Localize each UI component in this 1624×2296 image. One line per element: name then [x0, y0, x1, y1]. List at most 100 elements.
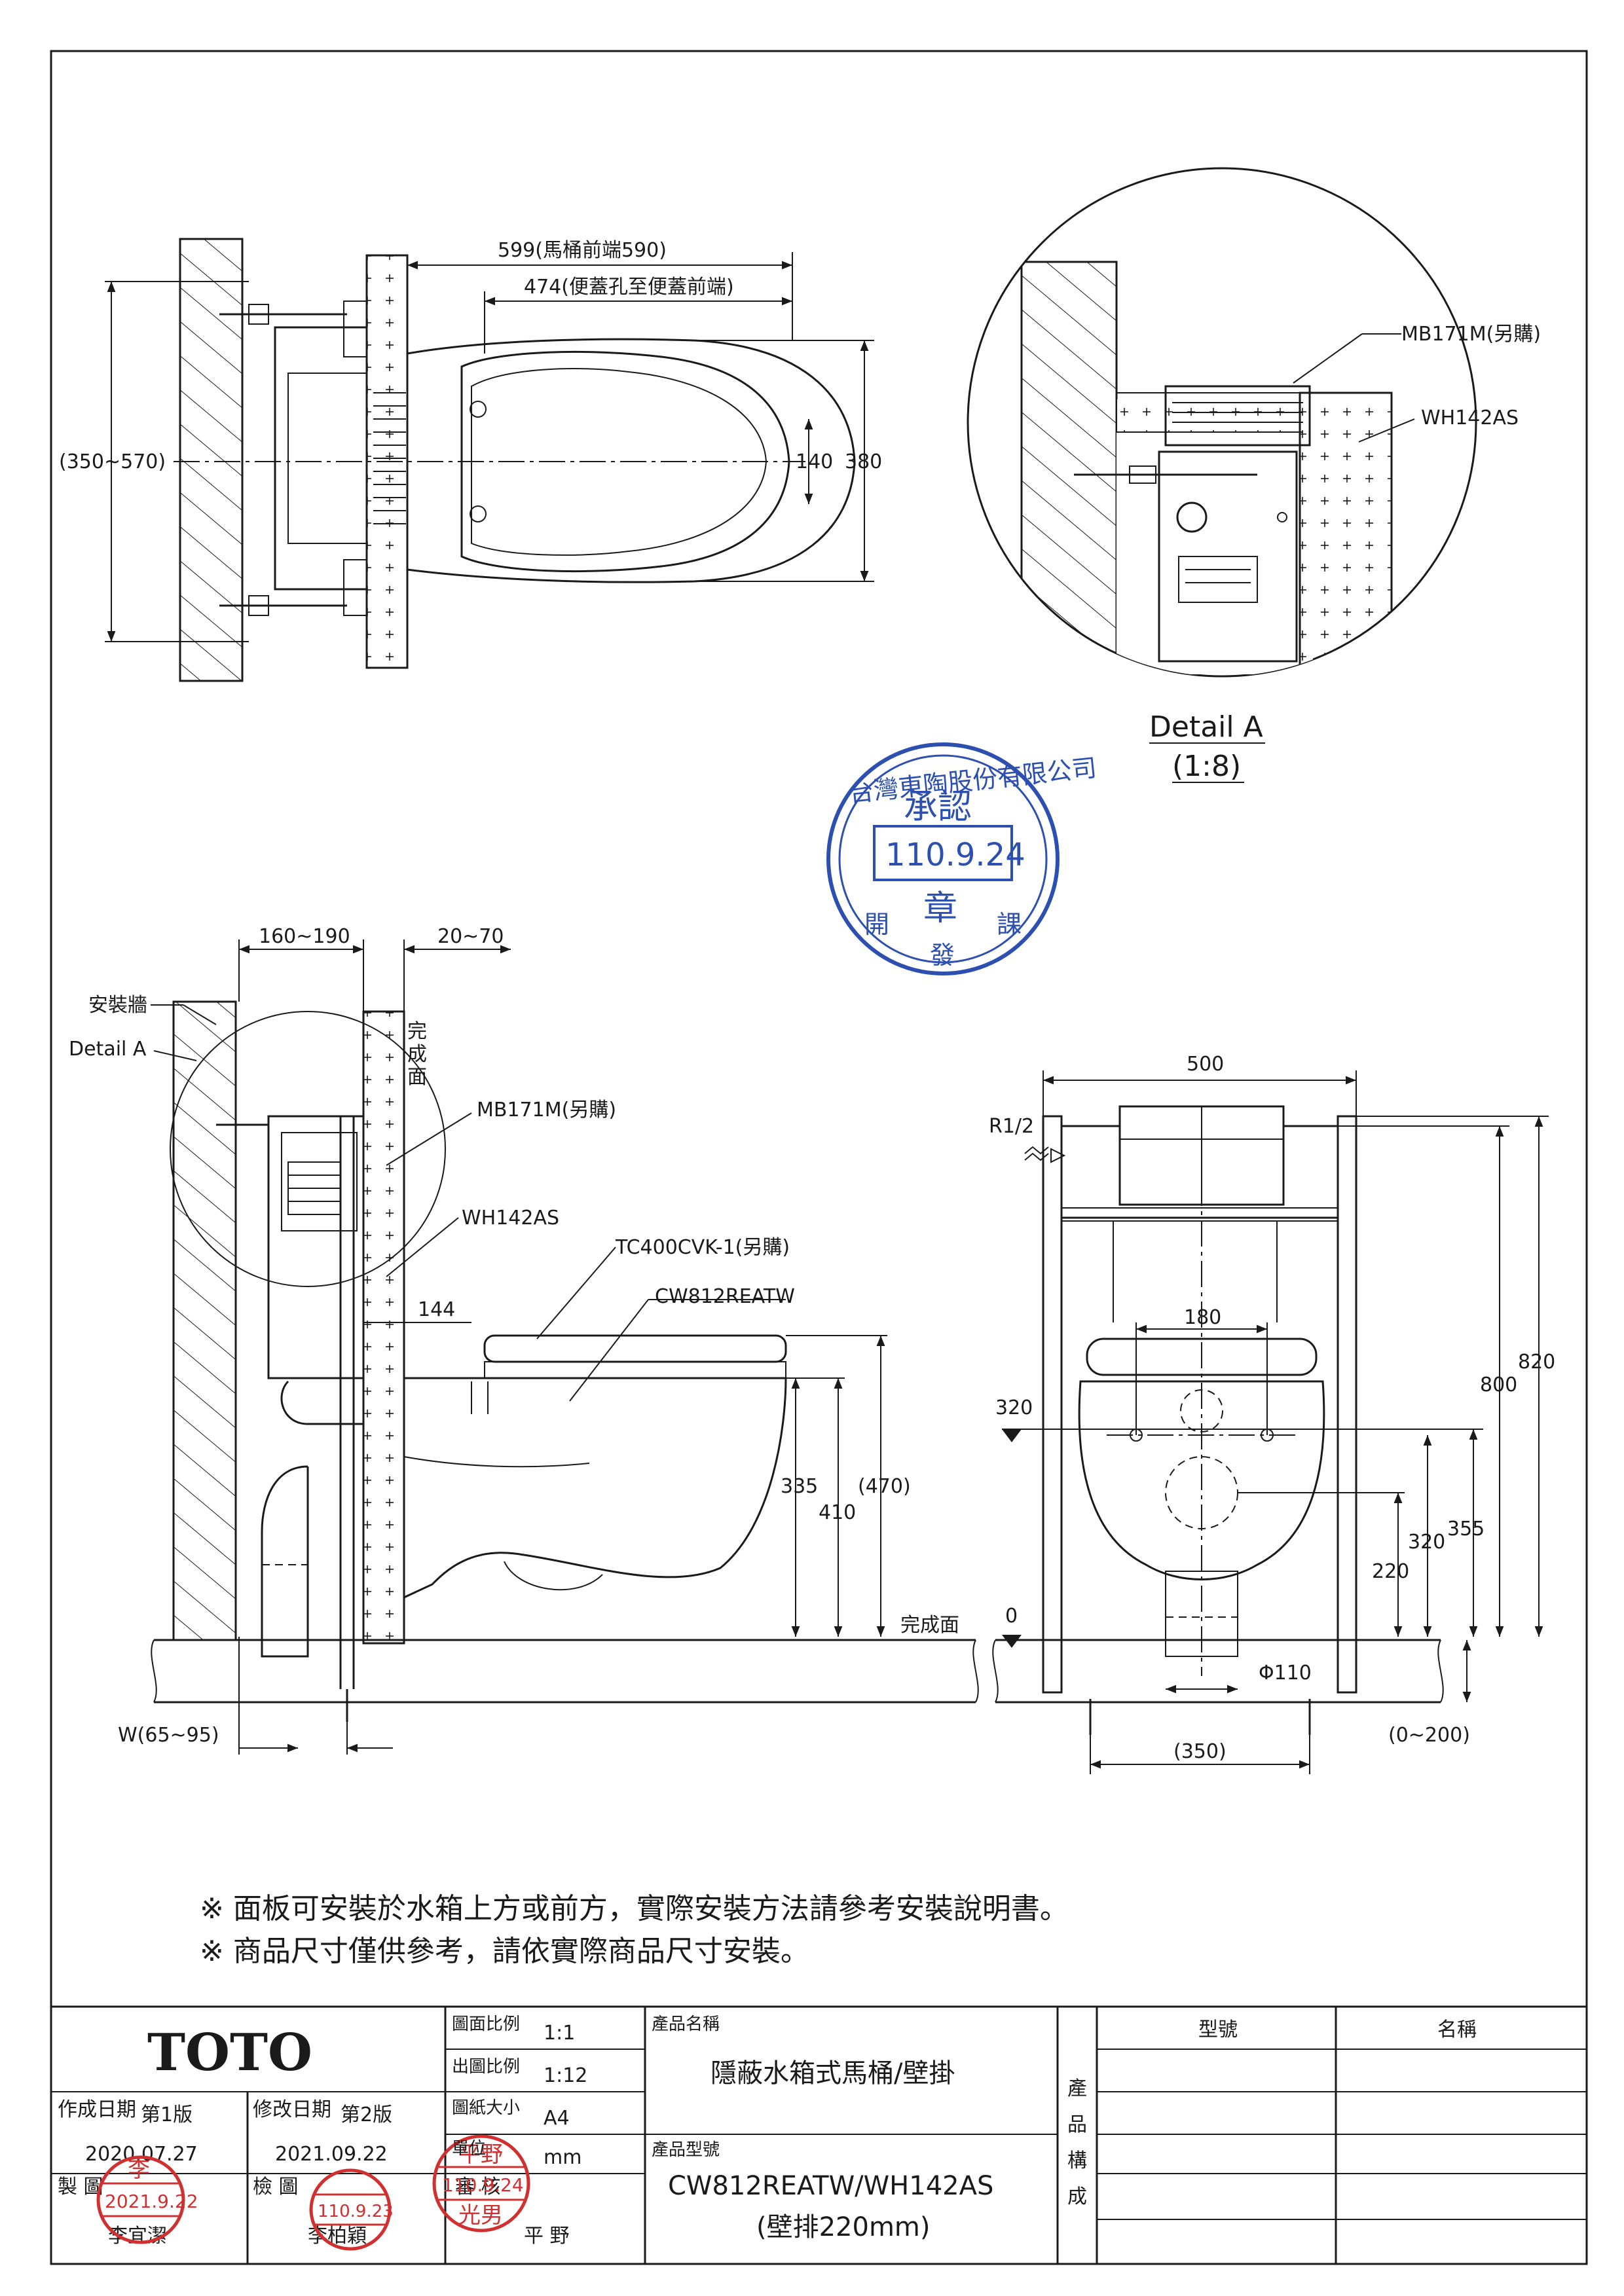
checked-stamp-date: 110.9.23	[318, 2202, 394, 2221]
drawn-stamp: 李 2021.9.22	[96, 2155, 198, 2244]
label-finish-face-3: 面	[407, 1066, 427, 1089]
composition-char-2: 品	[1067, 2113, 1087, 2136]
composition-char-1: 產	[1067, 2077, 1087, 2100]
unit-value: mm	[544, 2146, 581, 2169]
detail-a: MB171M(另購) WH142AS Detail A (1:8)	[967, 167, 1541, 783]
dim-side-w: W(65~95)	[118, 1724, 219, 1747]
wall-section-top	[179, 238, 244, 682]
scale-label: 圖面比例	[452, 2014, 520, 2034]
approved-name: 平 野	[524, 2225, 570, 2248]
side-view: 160~190 20~70 安裝牆 Detail A 完 成 面 MB171M(…	[69, 925, 979, 1755]
approved-label: 審 核	[455, 2176, 501, 2198]
approved-stamp: 平野 110.9.24 光男	[432, 2134, 530, 2232]
created-date: 2020.07.27	[85, 2143, 198, 2166]
dim-front-350: (350)	[1173, 1740, 1227, 1763]
front-view: 500 R1/2 180 320 0 800 820 320 355 220 Φ…	[989, 1053, 1555, 1774]
bowl-outline-top	[407, 338, 856, 583]
label-finish-face-1: 完	[407, 1020, 427, 1043]
dim-top-seat: 474(便蓋孔至便蓋前端)	[524, 276, 734, 299]
dim-top-140: 140	[796, 450, 833, 473]
paper-value: A4	[544, 2107, 570, 2130]
dim-front-phi110: Φ110	[1259, 1662, 1312, 1685]
checked-stamp: 110.9.23	[309, 2168, 394, 2251]
note-2: ※ 商品尺寸僅供參考，請依實際商品尺寸安裝。	[200, 1935, 809, 1968]
stamp-date: 110.9.24	[885, 837, 1025, 873]
dim-front-220: 220	[1372, 1560, 1409, 1583]
label-finish-floor: 完成面	[900, 1614, 959, 1637]
composition-char-4: 成	[1067, 2185, 1087, 2208]
print-scale-value: 1:12	[544, 2064, 587, 2087]
dim-front-820: 820	[1518, 1351, 1555, 1374]
created-version: 第1版	[141, 2104, 193, 2126]
brand-logo: TOTO	[147, 2023, 312, 2083]
detail-a-circle	[967, 167, 1477, 678]
wall-section-side	[172, 1000, 237, 1641]
approval-stamp: 台灣東陶股份有限公司 承認 110.9.24 章 開 發 課	[826, 742, 1098, 975]
print-scale-label: 出圖比例	[452, 2057, 520, 2077]
dim-top-total: 599(馬桶前端590)	[498, 239, 667, 262]
title-block: TOTO 作成日期 第1版 2020.07.27 修改日期 第2版 2021.0…	[50, 2005, 1588, 2265]
stamp-dept-left: 開	[864, 910, 889, 939]
dim-front-180: 180	[1184, 1306, 1221, 1329]
detail-a-mb171m-label: MB171M(另購)	[1401, 323, 1541, 346]
product-model-sub: (壁排220mm)	[756, 2212, 931, 2242]
product-name-label: 產品名稱	[652, 2014, 720, 2034]
composition-char-3: 構	[1067, 2149, 1087, 2172]
label-finish-face-2: 成	[407, 1043, 427, 1066]
dim-side-410: 410	[819, 1501, 856, 1524]
dim-front-800: 800	[1480, 1374, 1517, 1396]
detail-a-scale: (1:8)	[1172, 750, 1241, 783]
stamp-approved: 承認	[904, 788, 972, 827]
product-name: 隱蔽水箱式馬桶/壁掛	[710, 2058, 955, 2088]
drawn-stamp-char: 李	[128, 2157, 150, 2183]
revised-label: 修改日期	[253, 2098, 331, 2121]
dim-top-height-range: (350~570)	[59, 450, 166, 473]
detail-a-title: Detail A	[1149, 710, 1263, 744]
dim-front-355: 355	[1447, 1518, 1485, 1540]
frame-post-left	[1042, 1115, 1063, 1694]
bowl-outline-side	[403, 1377, 787, 1599]
approved-stamp-top: 平野	[458, 2141, 503, 2168]
detail-a-wh142as-label: WH142AS	[1421, 407, 1519, 429]
note-1: ※ 面板可安裝於水箱上方或前方，實際安裝方法請參考安裝說明書。	[200, 1892, 1069, 1925]
tank-frame-side	[267, 1115, 365, 1379]
finish-panel-side	[362, 1010, 405, 1645]
label-r12: R1/2	[989, 1115, 1034, 1138]
drawn-label: 製 圖	[58, 2176, 103, 2198]
approved-stamp-bottom: 光男	[458, 2202, 503, 2229]
approved-stamp-date: 110.9.24	[442, 2174, 524, 2196]
product-model-label: 產品型號	[652, 2140, 720, 2160]
bowl-outline-front	[1078, 1380, 1325, 1580]
top-view: 599(馬桶前端590) 474(便蓋孔至便蓋前端) (350~570) 140…	[59, 238, 882, 682]
frame-post-right	[1337, 1115, 1357, 1694]
dim-side-144: 144	[418, 1298, 455, 1321]
label-detail-a: Detail A	[69, 1038, 147, 1061]
checked-label: 檢 圖	[253, 2176, 299, 2198]
dim-front-0-200: (0~200)	[1388, 1724, 1470, 1747]
label-side-cw812: CW812REATW	[655, 1285, 795, 1308]
drawn-stamp-date: 2021.9.22	[105, 2191, 198, 2212]
dim-side-335: 335	[781, 1475, 818, 1498]
product-model: CW812REATW/WH142AS	[668, 2171, 993, 2201]
dim-front-320-right: 320	[1408, 1531, 1445, 1554]
stamp-dept-right: 課	[997, 910, 1022, 939]
stamp-dept-mid: 發	[930, 941, 955, 970]
dim-top-380: 380	[845, 450, 882, 473]
created-label: 作成日期	[58, 2098, 136, 2121]
stamp-seal: 章	[923, 889, 957, 928]
col-model: 型號	[1198, 2018, 1238, 2041]
dim-side-160-190: 160~190	[259, 925, 350, 948]
revised-version: 第2版	[341, 2104, 392, 2126]
dim-front-0: 0	[1005, 1605, 1018, 1628]
dim-front-500: 500	[1187, 1053, 1224, 1076]
scale-value: 1:1	[544, 2022, 575, 2045]
seat-lid-side	[483, 1334, 787, 1363]
dim-side-470: (470)	[858, 1475, 911, 1498]
paper-label: 圖紙大小	[452, 2098, 520, 2118]
label-wall: 安裝牆	[88, 994, 147, 1017]
dim-front-320-left: 320	[995, 1396, 1033, 1419]
revised-date: 2021.09.22	[275, 2143, 388, 2166]
label-side-wh142as: WH142AS	[462, 1207, 559, 1230]
col-name: 名稱	[1437, 2018, 1477, 2041]
